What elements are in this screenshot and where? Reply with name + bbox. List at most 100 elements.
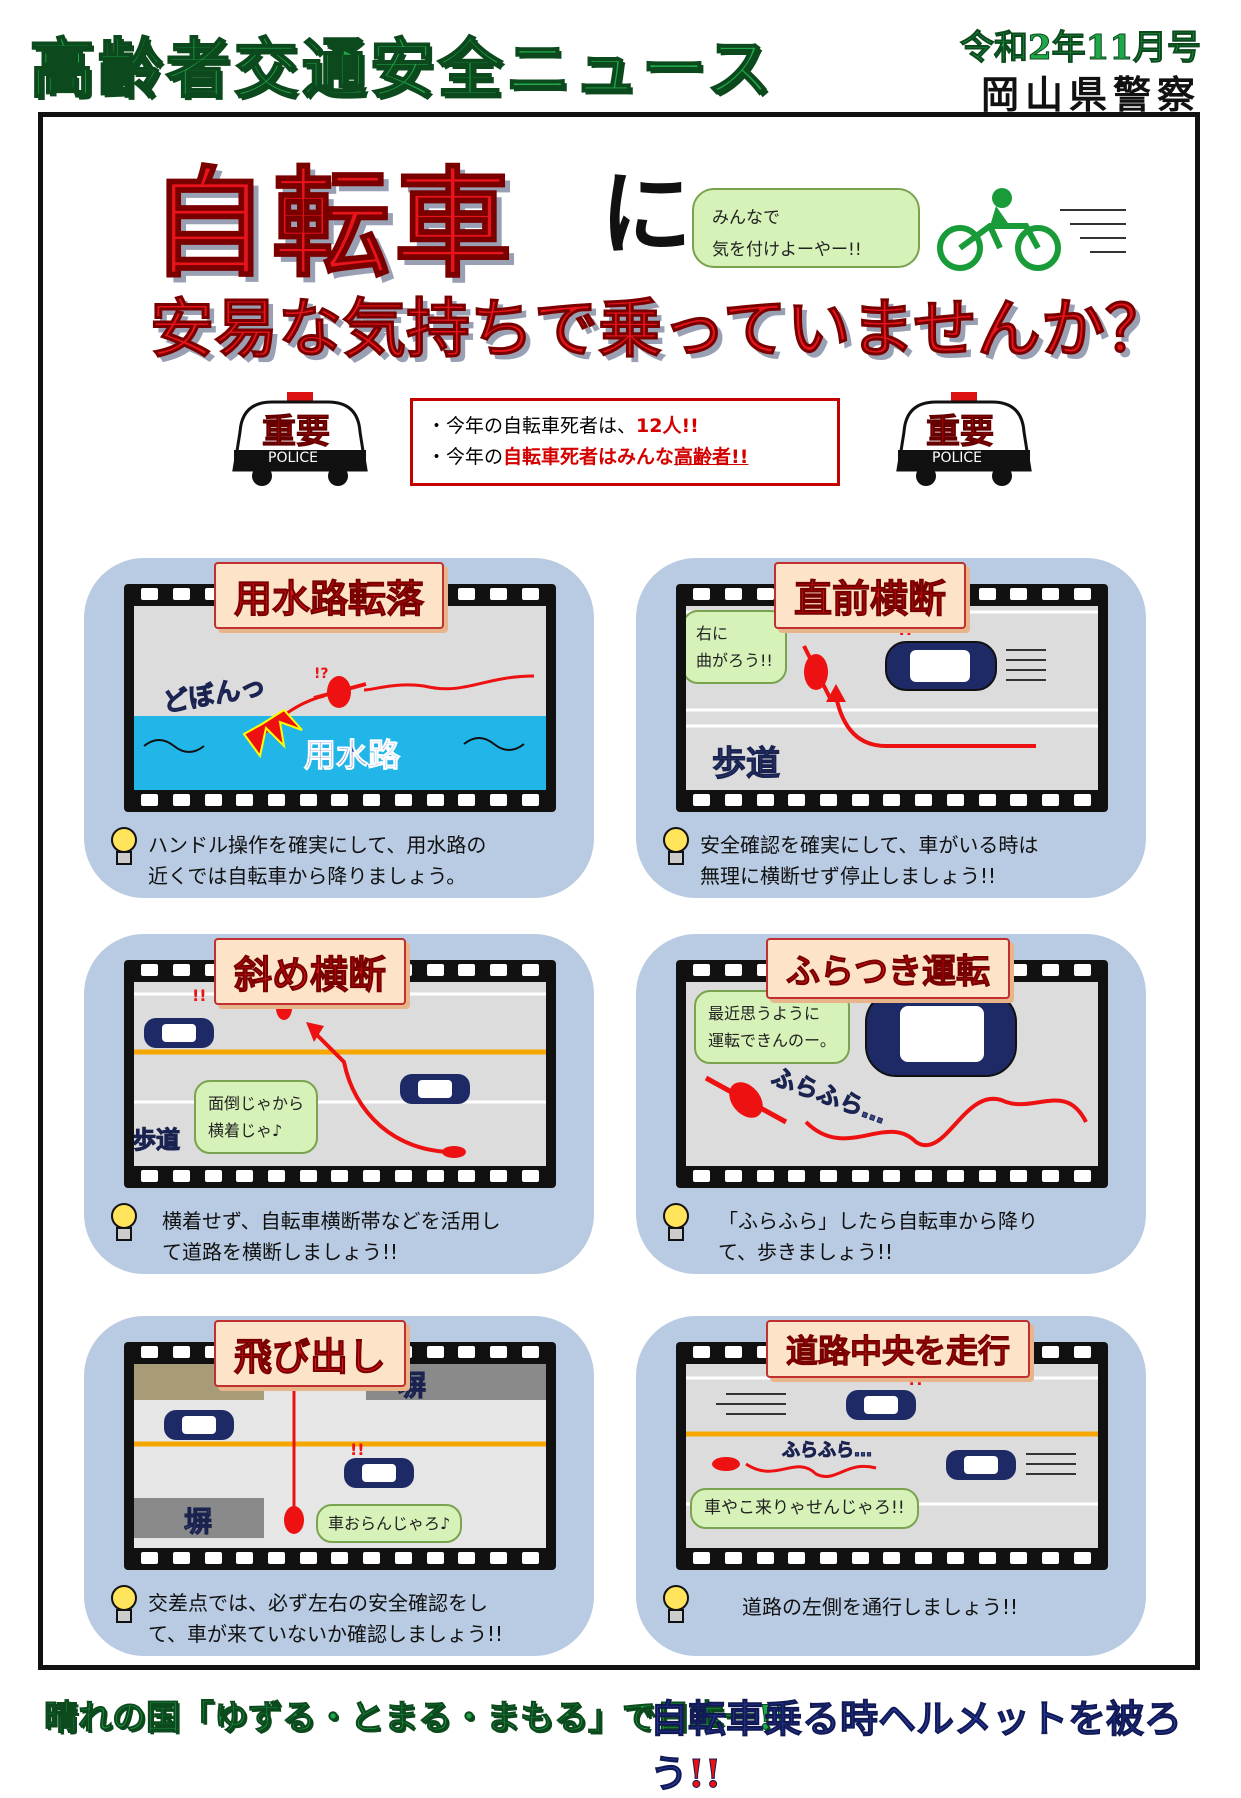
- notice-underline-text: 高齢者!!: [674, 446, 749, 469]
- panel-road-center: 車やこ来りゃせんじゃろ!! !? ふらふら… 道路中央を走行 道路の左側を通行し…: [636, 1316, 1146, 1656]
- tip-line: 交差点では、必ず左右の安全確認をし: [148, 1591, 488, 1615]
- tip-line: 無理に横断せず停止しましょう!!: [700, 864, 997, 888]
- headline-particle: に: [600, 161, 693, 268]
- speech-bubble: 右に 曲がろう!!: [686, 610, 787, 685]
- police-car-icon: [896, 392, 1032, 486]
- scene: 車おらんじゃろ♪ 塀 塀 !!: [134, 1364, 546, 1548]
- lightbulb-icon: [663, 827, 689, 865]
- notice-line-2: ・今年の自転車死者はみんな高齢者!!: [427, 442, 823, 473]
- panel-title: 飛び出し: [214, 1320, 407, 1387]
- wall-label: 塀: [183, 1505, 213, 1539]
- headline-red: 自転車: [149, 154, 517, 294]
- panel-tip: 「ふらふら」したら自転車から降り て、歩きましょう!!: [718, 1206, 1038, 1268]
- speech-line: みんなで: [712, 208, 780, 228]
- panel-diagonal-crossing: 面倒じゃから 横着じゃ♪ !! 歩道 斜め横断 横着せず、自転車横断帯などを活用…: [84, 934, 594, 1274]
- panel-sudden-crossing: 右に 曲がろう!! !! 歩道 直前横断 安全確認を確実にして、車がいる時は 無…: [636, 558, 1146, 898]
- panel-tip: ハンドル操作を確実にして、用水路の 近くでは自転車から降りましょう。: [148, 830, 486, 892]
- bubble-line: 曲がろう!!: [696, 651, 773, 671]
- police-car-badge-right: 重要 POLICE: [896, 392, 1032, 488]
- panel-title: ふらつき運転: [766, 938, 1010, 999]
- scene: 車やこ来りゃせんじゃろ!! !? ふらふら…: [686, 1364, 1098, 1548]
- police-car-badge-left: 重要 POLICE: [232, 392, 368, 488]
- panel-wobbly-riding: 最近思うように 運転できんのー。 !! ふらふら… ふらつき運転 「ふらふら」し…: [636, 934, 1146, 1274]
- tip-line: 安全確認を確実にして、車がいる時は: [700, 833, 1039, 857]
- lightbulb-icon: [111, 1203, 137, 1241]
- footer-slogan-text: 自転車乗る時ヘルメットを被ろう: [649, 1696, 1183, 1797]
- tip-line: ハンドル操作を確実にして、用水路の: [148, 833, 487, 857]
- cyclist-icon: [937, 188, 1126, 271]
- footer-slogan-right: 自転車乗る時ヘルメットを被ろう!!: [649, 1688, 1241, 1798]
- issuer: 岡山県警察: [980, 72, 1201, 117]
- panel-tip: 横着せず、自転車横断帯などを活用し て道路を横断しましょう!!: [162, 1206, 501, 1268]
- panel-title: 用水路転落: [214, 562, 445, 629]
- fatality-notice: ・今年の自転車死者は、12人!! ・今年の自転車死者はみんな高齢者!!: [410, 398, 840, 486]
- top-speech-bubble: みんなで 気を付けよーやー!!: [692, 188, 920, 268]
- content-frame: [38, 112, 1200, 1670]
- speech-bubble: 車やこ来りゃせんじゃろ!!: [690, 1488, 919, 1529]
- notice-text: ・今年の: [427, 446, 504, 469]
- bubble-line: 面倒じゃから: [208, 1094, 305, 1113]
- scene-drawing: [134, 992, 546, 1158]
- lightbulb-icon: [111, 1585, 137, 1623]
- badge-word: 重要: [926, 412, 995, 453]
- canal-label: 用水路: [303, 736, 401, 775]
- speech-bubble: 車おらんじゃろ♪: [316, 1504, 463, 1544]
- canal-water: [134, 716, 546, 790]
- alert-mark: !!: [350, 1440, 365, 1459]
- masthead-title: 高齢者交通安全ニュース: [29, 31, 775, 108]
- notice-line-1: ・今年の自転車死者は、12人!!: [427, 411, 823, 442]
- film-frame: 面倒じゃから 横着じゃ♪ !! 歩道: [124, 960, 556, 1188]
- tip-line: 「ふらふら」したら自転車から降り: [718, 1209, 1038, 1233]
- lightbulb-icon: [111, 827, 137, 865]
- panel-tip: 安全確認を確実にして、車がいる時は 無理に横断せず停止しましょう!!: [700, 830, 1038, 892]
- panel-title: 斜め横断: [214, 938, 407, 1005]
- tip-line: 道路の左側を通行しましょう!!: [742, 1595, 1019, 1619]
- scene: 右に 曲がろう!! !! 歩道: [686, 606, 1098, 790]
- wobble-sfx: ふらふら…: [782, 1440, 873, 1462]
- panel-tip: 道路の左側を通行しましょう!!: [742, 1592, 1018, 1623]
- panel-tip: 交差点では、必ず左右の安全確認をし て、車が来ていないか確認しましょう!!: [148, 1588, 503, 1650]
- bubble-line: 車おらんじゃろ♪: [328, 1514, 451, 1533]
- lightbulb-icon: [663, 1203, 689, 1241]
- footer-exclaim: !!: [688, 1751, 722, 1797]
- bubble-line: 右に: [696, 624, 729, 643]
- speech-bubble: 最近思うように 運転できんのー。: [694, 990, 850, 1065]
- notice-text: ・今年の自転車死者は、: [427, 415, 637, 437]
- wall-block: [134, 1498, 264, 1538]
- badge-word: 重要: [262, 412, 331, 453]
- tip-line: 近くでは自転車から降りましょう。: [148, 864, 467, 888]
- notice-red-text: 自転車死者はみんな: [503, 446, 675, 469]
- sidewalk-label: 歩道: [134, 1126, 181, 1155]
- bubble-line: 車やこ来りゃせんじゃろ!!: [704, 1498, 905, 1518]
- panel-darting-out: 車おらんじゃろ♪ 塀 塀 !! 飛び出し 交差点では、必ず左右の安全確認をし て…: [84, 1316, 594, 1656]
- fatality-count: 12人!!: [636, 415, 699, 437]
- bubble-line: 運転できんのー。: [708, 1031, 836, 1051]
- badge-sub: POLICE: [268, 450, 319, 466]
- scene-drawing: [134, 1366, 546, 1534]
- badge-sub: POLICE: [932, 450, 983, 466]
- tip-line: 横着せず、自転車横断帯などを活用し: [162, 1209, 501, 1233]
- sidewalk-label: 歩道: [712, 744, 781, 785]
- speech-bubble: 面倒じゃから 横着じゃ♪: [194, 1080, 319, 1155]
- scene: !? どぼんっ 用水路: [134, 606, 546, 790]
- film-frame: 右に 曲がろう!! !! 歩道: [676, 584, 1108, 812]
- film-frame: 車やこ来りゃせんじゃろ!! !? ふらふら…: [676, 1342, 1108, 1570]
- tip-line: て、歩きましょう!!: [718, 1240, 894, 1264]
- headline-subtitle: 安易な気持ちで乗っていませんか？: [150, 293, 1170, 368]
- scene: 面倒じゃから 横着じゃ♪ !! 歩道: [134, 982, 546, 1166]
- alert-mark: !?: [314, 666, 329, 682]
- scene-drawing: [704, 991, 1088, 1147]
- alert-mark: !!: [192, 986, 207, 1005]
- footer-slogan-left: 晴れの国「ゆずる・とまる・まもる」で日本一!!: [44, 1698, 789, 1739]
- film-frame: !? どぼんっ 用水路: [124, 584, 556, 812]
- panel-title: 道路中央を走行: [766, 1320, 1031, 1378]
- lightbulb-icon: [663, 1585, 689, 1623]
- scene: 最近思うように 運転できんのー。 !! ふらふら…: [686, 982, 1098, 1166]
- tip-line: て、車が来ていないか確認しましょう!!: [148, 1622, 504, 1646]
- speech-line: 気を付けよーやー!!: [712, 240, 862, 261]
- scene-drawing: [143, 674, 535, 759]
- scene-drawing: [686, 1376, 1098, 1506]
- panel-canal-fall: !? どぼんっ 用水路 用水路転落 ハンドル操作を確実にして、用水路の 近くでは…: [84, 558, 594, 898]
- panel-title: 直前横断: [774, 562, 967, 629]
- tip-line: て道路を横断しましょう!!: [162, 1240, 399, 1264]
